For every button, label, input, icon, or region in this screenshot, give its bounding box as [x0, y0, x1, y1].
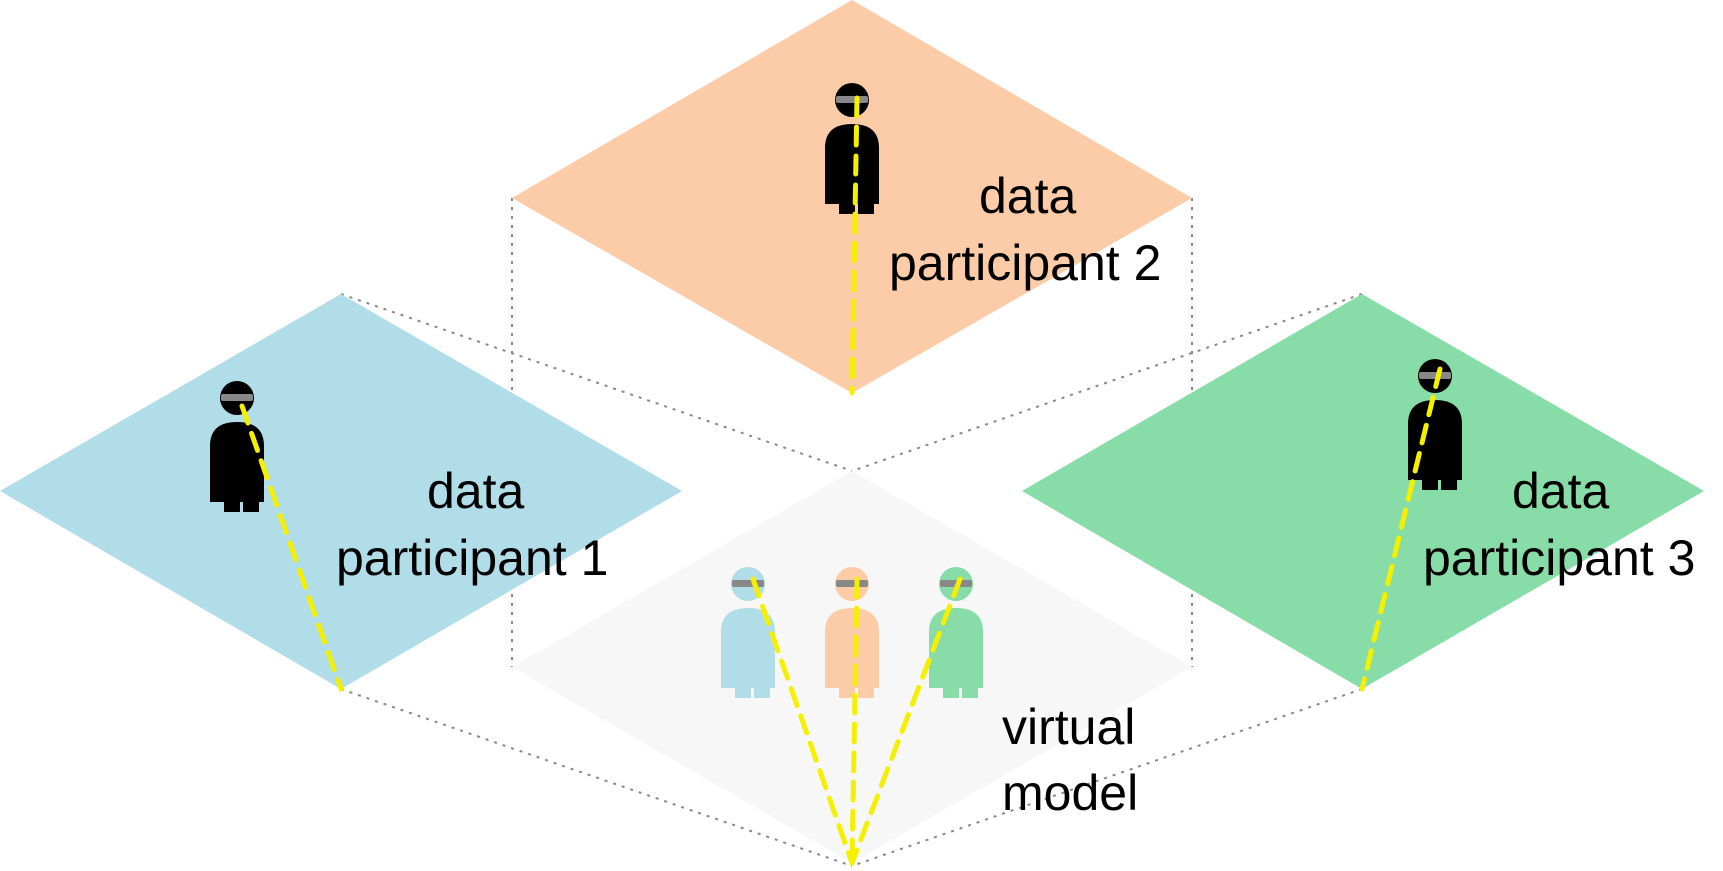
- participant-1-label-line1: data: [427, 463, 525, 519]
- participant-3-label-line2: participant 3: [1423, 530, 1695, 586]
- participant-1-label-line2: participant 1: [336, 530, 608, 586]
- gaze-line: [849, 576, 963, 866]
- participant-1-panel: data participant 1: [0, 294, 682, 689]
- gaze-line: [1359, 366, 1443, 692]
- participant-3-panel: data participant 3: [1022, 294, 1704, 689]
- gaze-line: [239, 403, 344, 692]
- gaze-line: [849, 95, 860, 396]
- gaze-lines: [239, 95, 1443, 866]
- virtual-model-label-line2: model: [1002, 765, 1138, 821]
- guide-line: [340, 688, 853, 867]
- participant-2-label-line2: participant 2: [889, 235, 1161, 291]
- gaze-line: [750, 576, 855, 866]
- guide-line: [340, 293, 853, 472]
- virtual-model-panel: virtual model: [512, 471, 1192, 863]
- participant-3-label-line1: data: [1512, 463, 1610, 519]
- participant-3-floor: [1022, 294, 1704, 689]
- participant-1-floor: [0, 294, 682, 689]
- participant-2-label-line1: data: [979, 168, 1077, 224]
- participant-2-panel: data participant 2: [512, 0, 1192, 393]
- gaze-line: [849, 576, 860, 866]
- virtual-model-label-line1: virtual: [1002, 699, 1135, 755]
